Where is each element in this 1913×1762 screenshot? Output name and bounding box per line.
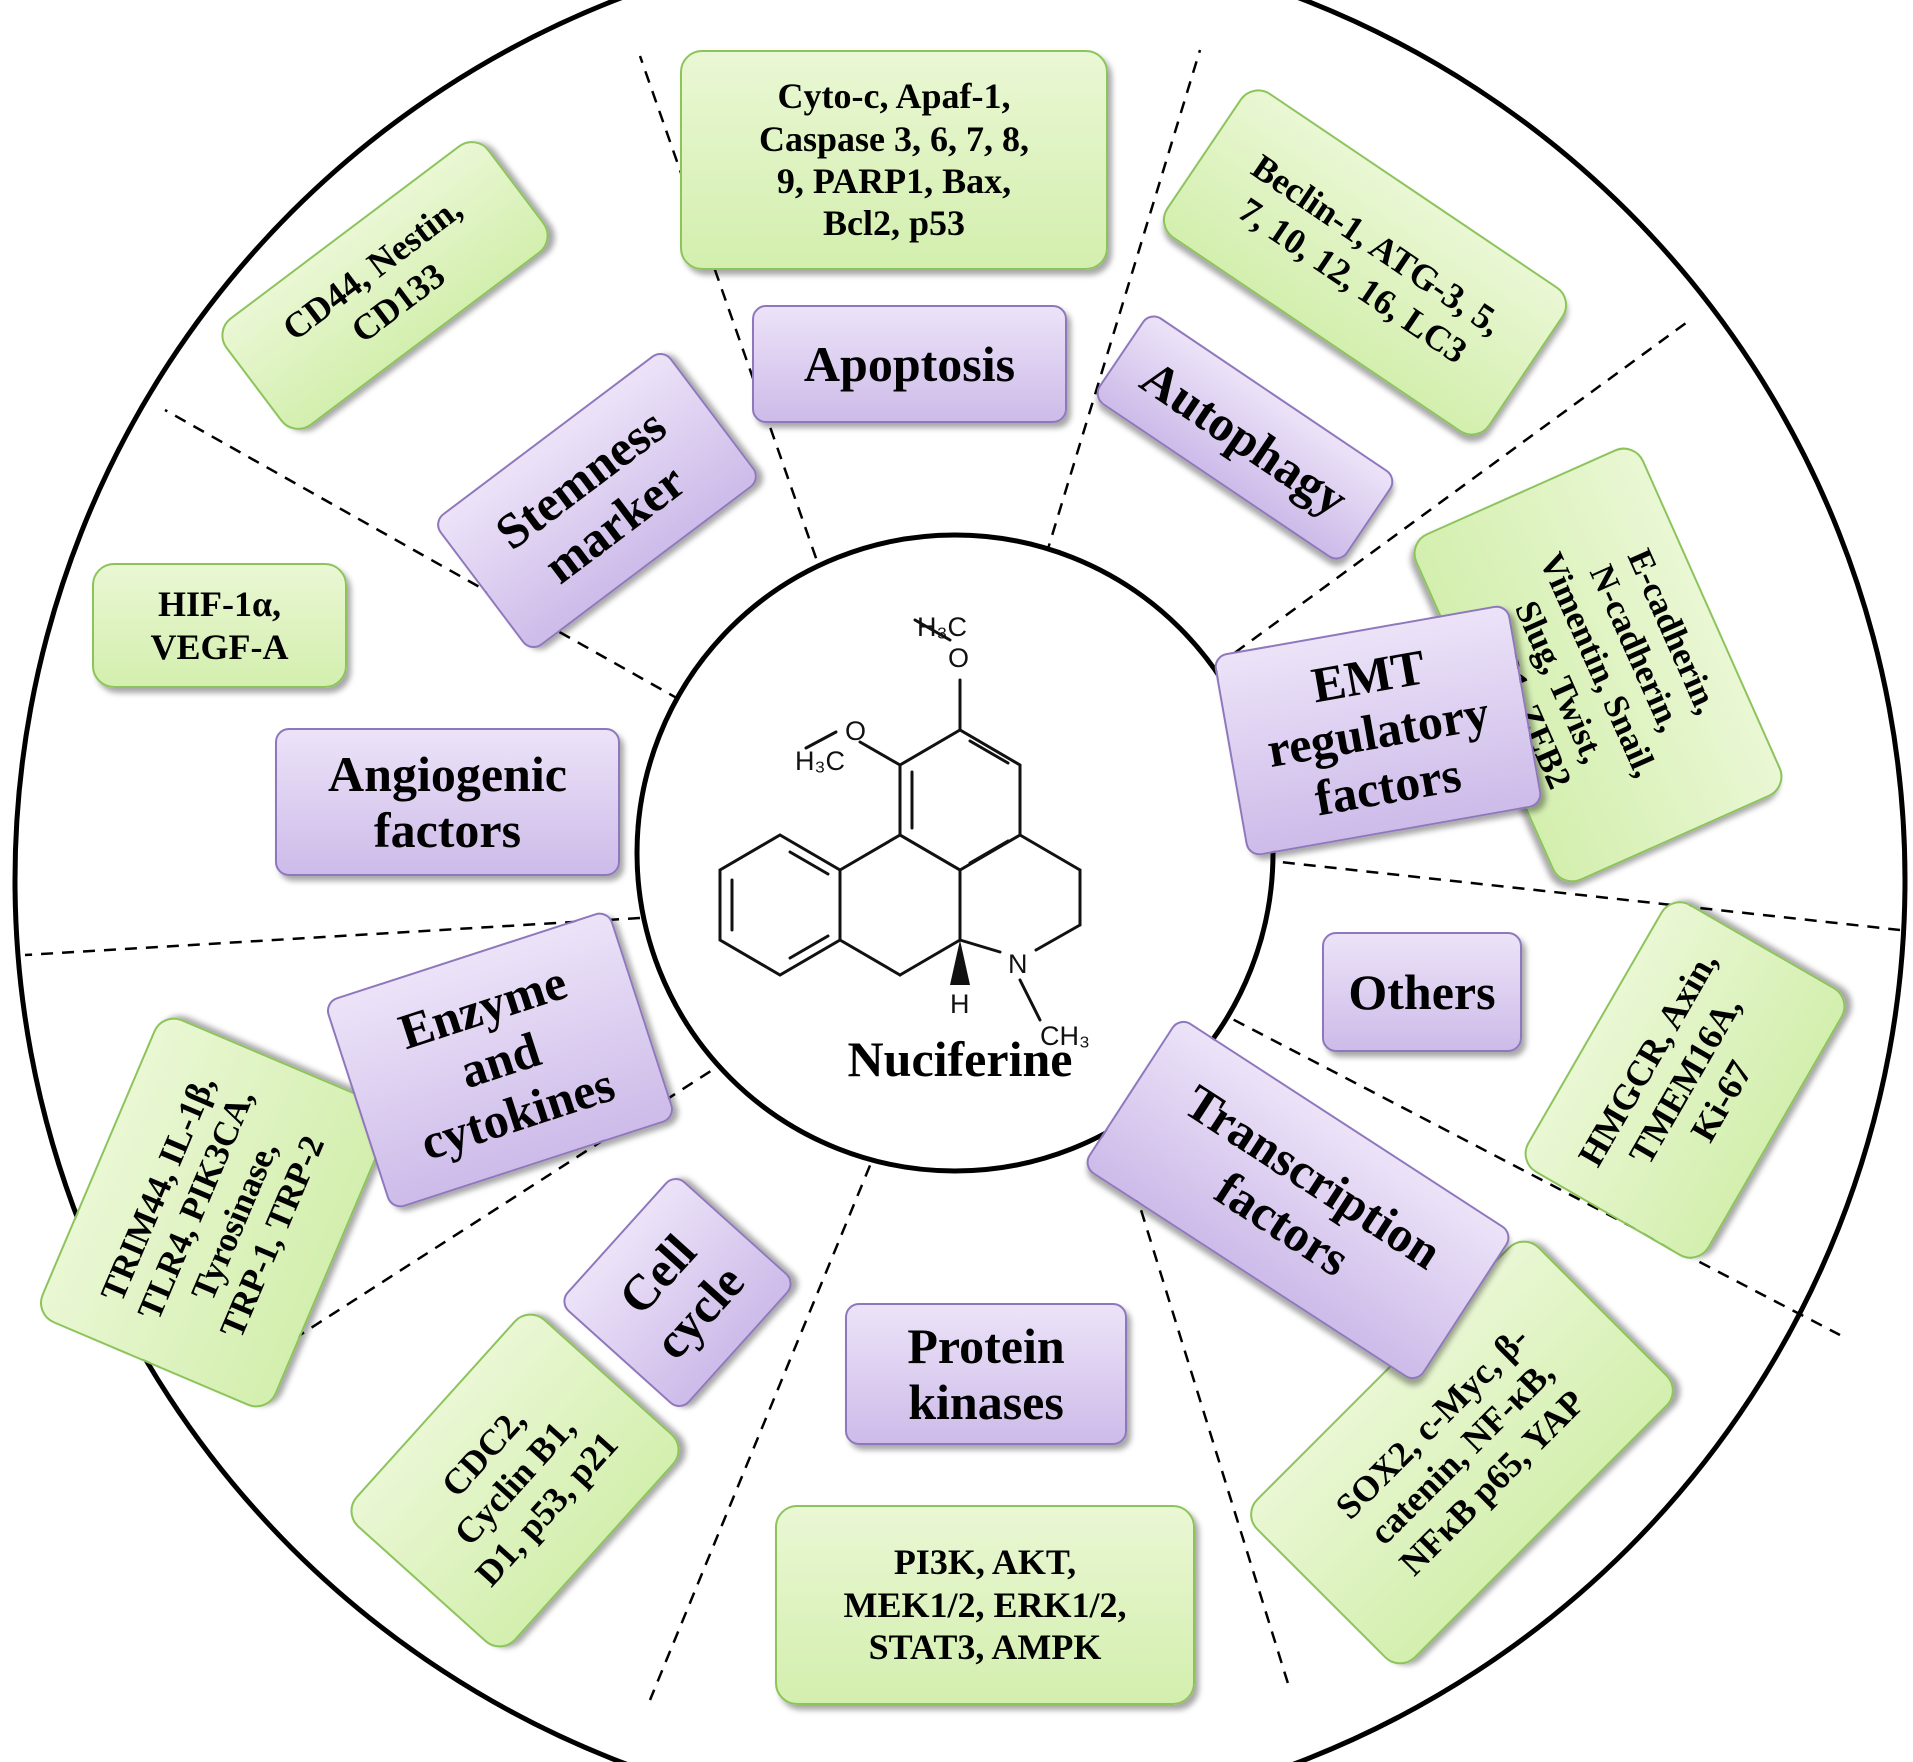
stereo-wedge (950, 940, 970, 985)
divider-apoptosis-autophagy (1038, 49, 1202, 576)
divider-cellcycle-enzyme (229, 1058, 729, 1382)
divider-enzyme-angiogenic (24, 916, 641, 957)
divider-angiogenic-stemness (164, 408, 699, 712)
divider-autophagy-emt (1217, 318, 1691, 667)
h3c-top-label: H₃C (917, 612, 967, 642)
divider-kinases-cellcycle (648, 1145, 880, 1701)
protein-kinases-markers: PI3K, AKT, MEK1/2, ERK1/2, STAT3, AMPK (775, 1505, 1195, 1705)
ring-b (838, 833, 902, 872)
o-left-label: O (845, 716, 866, 746)
ring-d (1018, 833, 1082, 872)
angiogenic-label: Angiogenic factors (275, 728, 620, 876)
apoptosis-markers: Cyto-c, Apaf-1, Caspase 3, 6, 7, 8, 9, P… (680, 50, 1108, 270)
compound-name: Nuciferine (847, 1031, 1073, 1087)
h3c-left-label: H₃C (795, 746, 845, 776)
nuciferine-structure (718, 618, 1082, 1022)
others-label: Others (1322, 932, 1522, 1052)
ch3-label: CH₃ (1040, 1021, 1090, 1051)
apoptosis-label: Apoptosis (752, 305, 1067, 423)
angiogenic-markers: HIF-1α, VEGF-A (92, 563, 347, 688)
protein-kinases-label: Protein kinases (845, 1303, 1127, 1445)
o-top-label: O (948, 643, 969, 673)
divider-stemness-apoptosis (638, 55, 825, 579)
h-label: H (950, 989, 970, 1019)
divider-emt-others (1261, 858, 1901, 932)
sector-dividers (24, 49, 1901, 1701)
n-label: N (1008, 949, 1028, 979)
divider-transcription-kinases (1108, 1109, 1292, 1691)
